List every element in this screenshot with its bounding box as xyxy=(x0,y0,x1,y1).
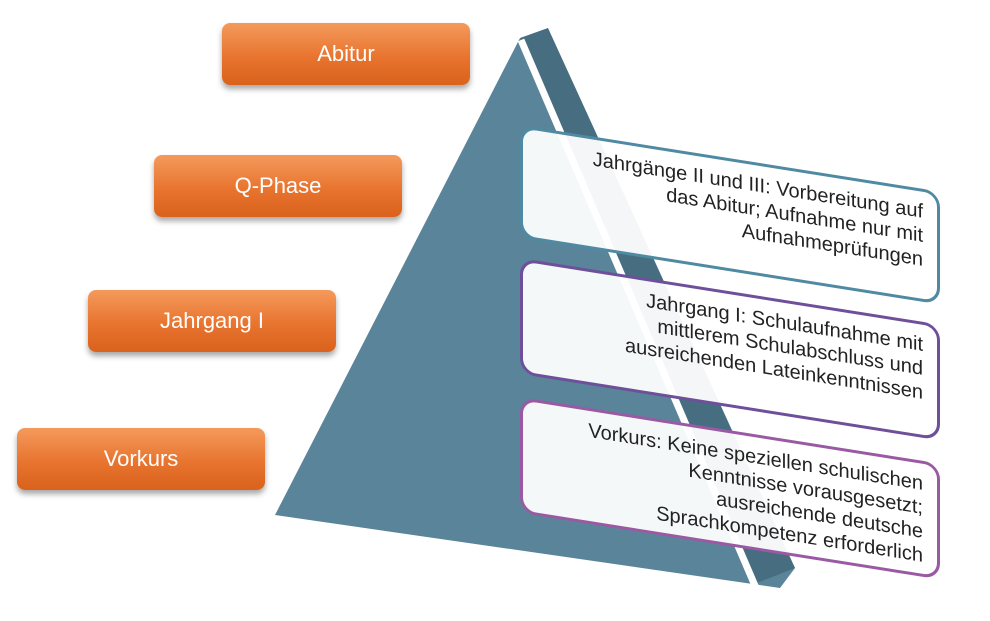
level-box-vorkurs: Vorkurs xyxy=(17,428,265,490)
level-label: Vorkurs xyxy=(103,446,179,471)
level-label: Q-Phase xyxy=(234,173,322,198)
level-box-jahrgang-i: Jahrgang I xyxy=(88,290,336,352)
level-label: Abitur xyxy=(317,41,375,66)
level-box-q-phase: Q-Phase xyxy=(154,155,402,217)
level-label: Jahrgang I xyxy=(160,308,264,333)
level-box-abitur: Abitur xyxy=(222,23,470,85)
